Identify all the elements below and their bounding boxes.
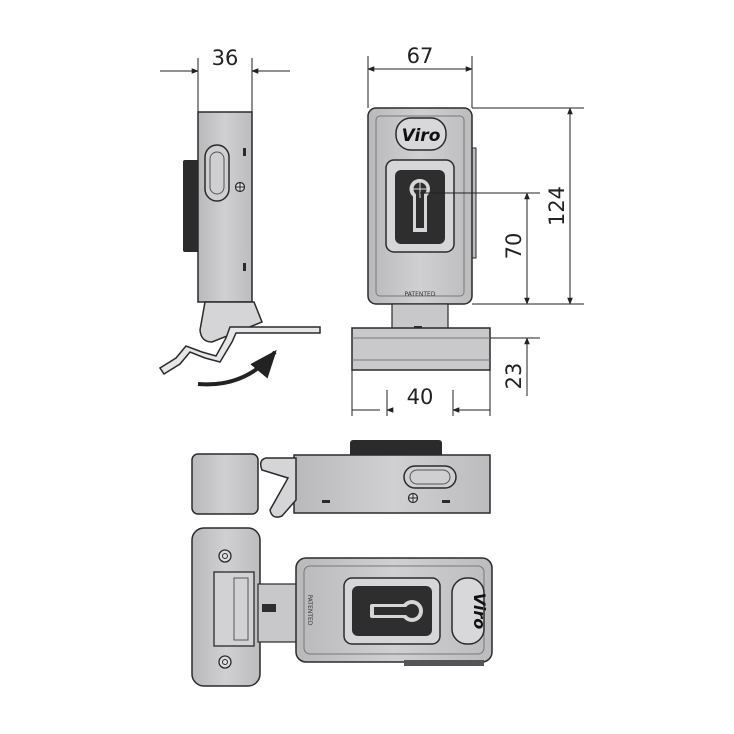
front-view-brand-logo: Viro xyxy=(402,126,441,146)
side-view-back-plate xyxy=(183,160,201,252)
side-view-tick-top xyxy=(243,148,246,156)
top-view-oval-slot xyxy=(403,465,457,489)
dimension-total-height: 124 xyxy=(472,107,584,305)
side-view-body xyxy=(197,111,253,303)
bottom-view-connector xyxy=(257,583,299,643)
top-view-body xyxy=(293,454,491,514)
front-view-patent-mark: PATENTED xyxy=(405,291,436,298)
side-view-oval-slot xyxy=(204,144,230,202)
side-view xyxy=(158,111,321,387)
dimension-side-width-label: 36 xyxy=(212,46,239,70)
dimension-keeper-height: 23 xyxy=(490,290,540,396)
bottom-view-brand-logo: Viro xyxy=(470,593,489,629)
side-view-oval-slot-inner xyxy=(209,151,225,195)
dimension-keeper-height-label: 23 xyxy=(502,363,526,390)
bottom-view-patent-mark: PATENTED xyxy=(306,595,313,626)
side-view-rotation-arrow xyxy=(197,349,277,387)
side-view-gate-profile xyxy=(158,326,321,376)
top-view xyxy=(191,440,491,518)
dimension-cylinder-height: 70 xyxy=(420,192,540,305)
top-view-keeper-block xyxy=(191,453,259,515)
dimension-keeper-width-label: 40 xyxy=(407,385,434,409)
side-view-tick-bottom xyxy=(243,263,246,271)
front-view: Viro PATENTED xyxy=(351,107,491,371)
dimension-side-width: 36 xyxy=(160,46,290,112)
top-view-latch-bolt xyxy=(259,457,297,518)
front-view-brand-badge xyxy=(395,117,447,151)
bottom-view-screw-top-icon xyxy=(218,549,232,563)
bottom-view-screw-bottom-icon xyxy=(218,655,232,669)
dimension-total-height-label: 124 xyxy=(545,186,569,226)
dimension-front-width: 67 xyxy=(367,44,473,108)
dimension-cylinder-height-label: 70 xyxy=(502,233,526,260)
bottom-view-brand-badge xyxy=(451,577,485,645)
bottom-view: PATENTED Viro xyxy=(191,527,493,687)
front-view-keeper xyxy=(351,327,491,371)
dimension-front-width-label: 67 xyxy=(407,44,434,68)
top-view-back-plate xyxy=(350,440,442,458)
dimension-keeper-width: 40 xyxy=(351,370,491,416)
